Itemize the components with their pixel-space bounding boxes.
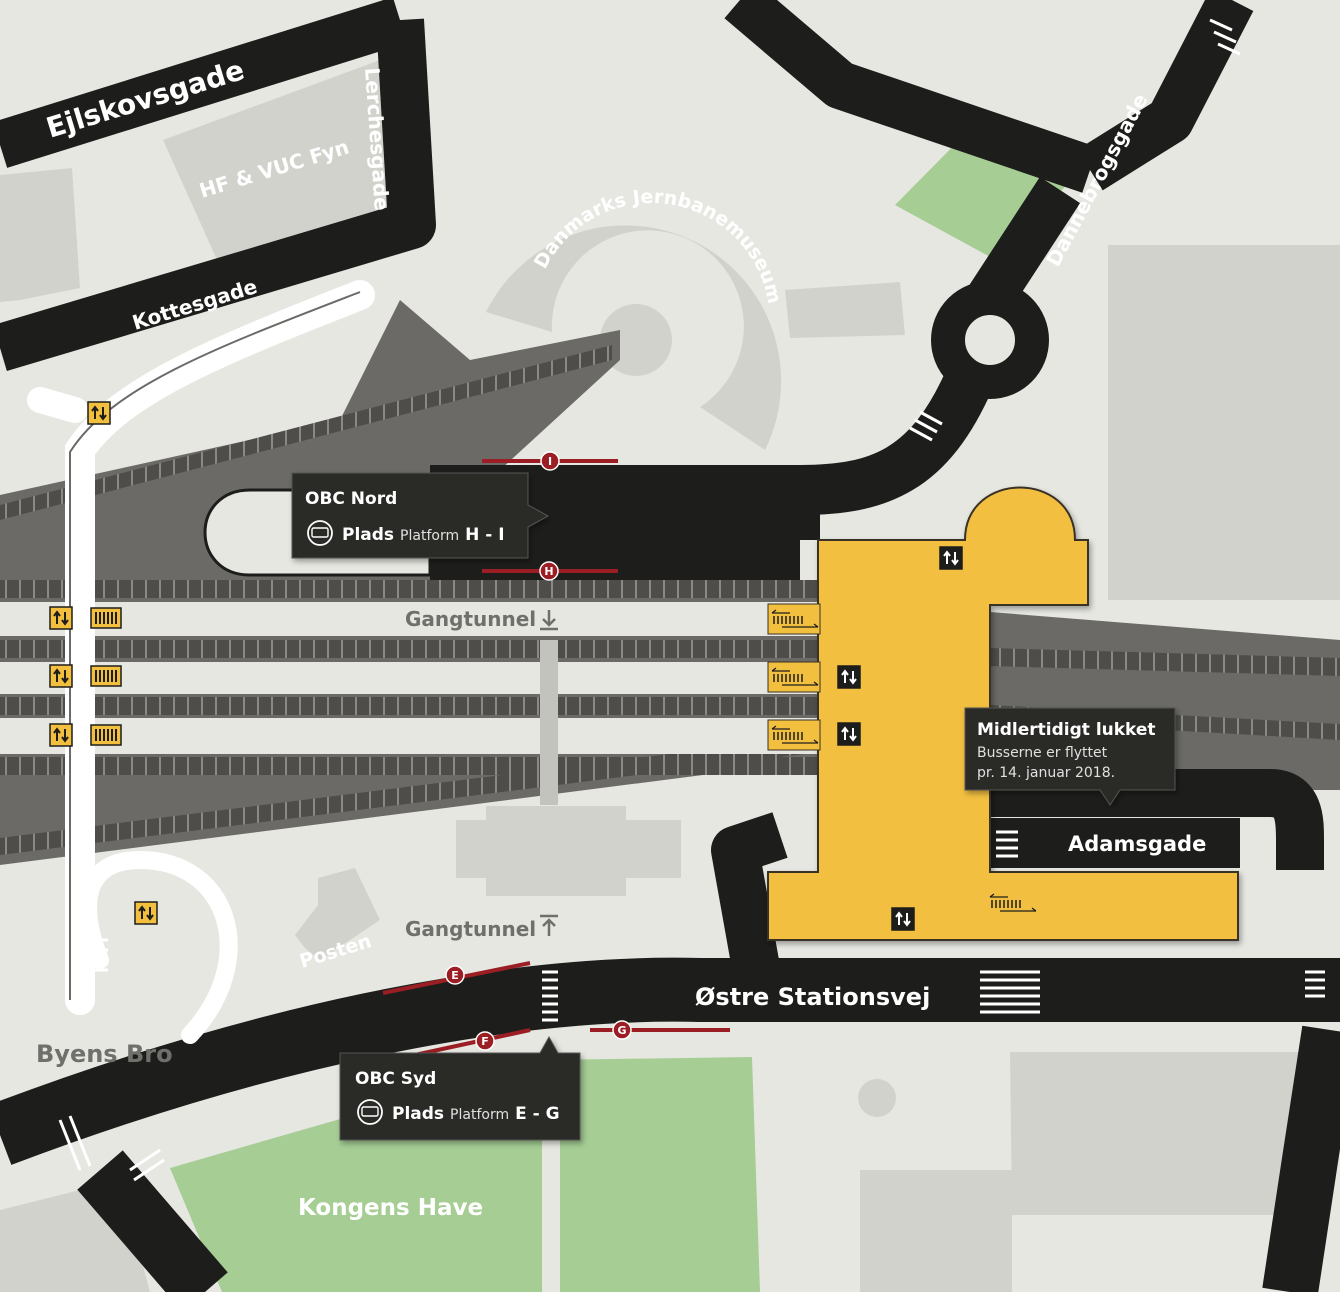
- buildings: [0, 60, 1340, 1292]
- escalator-icon: [989, 893, 1037, 912]
- bus-stop-letter: H: [544, 565, 553, 578]
- street-ostre-stationsvej: Østre Stationsvej: [695, 983, 930, 1011]
- bus-stop-marker: E: [382, 961, 531, 995]
- arrow-down-icon: [540, 610, 558, 631]
- bus-stop-letter: F: [481, 1035, 489, 1048]
- obc-nord-platforms: H - I: [465, 525, 504, 545]
- station-building: [767, 486, 1239, 941]
- adamsgade-road: [990, 818, 1240, 868]
- icon-layer: [49, 401, 1037, 931]
- bus-stop-letter: I: [548, 455, 552, 468]
- stairs-icon: [90, 607, 122, 629]
- obc-syd-platforms: E - G: [515, 1104, 559, 1124]
- obc-syd-platform-word: Platform: [450, 1107, 509, 1123]
- place-gangtunnel-north: Gangtunnel: [405, 607, 536, 631]
- elevator-icon: [939, 546, 963, 570]
- escalator-icon: [771, 667, 819, 686]
- closed-title: Midlertidigt lukket: [977, 720, 1156, 740]
- place-kongens-have: Kongens Have: [298, 1195, 483, 1221]
- street-adamsgade: Adamsgade: [1068, 832, 1206, 856]
- obc-syd-title: OBC Syd: [355, 1069, 436, 1089]
- callout-closed: Midlertidigt lukket Busserne er flyttet …: [964, 707, 1176, 806]
- bus-stop-marker: I: [482, 451, 618, 471]
- bus-stop-marker: H: [482, 561, 618, 581]
- arrow-up-icon: [540, 914, 558, 936]
- bus-icon: [307, 520, 333, 546]
- obc-nord-platform-word: Platform: [400, 528, 459, 544]
- bus-stop-marker: G: [590, 1020, 730, 1040]
- place-byens-bro: Byens Bro: [36, 1040, 173, 1068]
- platform-entrances: [767, 603, 821, 751]
- bus-stop-letter: E: [451, 969, 459, 982]
- obc-syd-plads: Plads: [392, 1104, 444, 1124]
- elevator-icon: [49, 606, 73, 630]
- elevator-icon: [49, 723, 73, 747]
- obc-nord-title: OBC Nord: [305, 489, 397, 509]
- place-gangtunnel-south: Gangtunnel: [405, 917, 536, 941]
- bus-stop-layer: I H E F G: [382, 451, 730, 1058]
- elevator-icon: [134, 901, 158, 925]
- crosswalks: [39, 18, 1325, 1182]
- rail-area: [0, 300, 1340, 865]
- callout-obc-nord: OBC Nord Plads Platform H - I: [291, 472, 550, 559]
- obc-nord-plads: Plads: [342, 525, 394, 545]
- gangtunnel-path: [540, 640, 558, 805]
- elevator-icon: [87, 401, 111, 425]
- closed-line-2: pr. 14. januar 2018.: [977, 765, 1115, 781]
- escalator-icon: [771, 609, 819, 628]
- stairs-icon: [90, 665, 122, 687]
- byens-bro-outline: [69, 291, 361, 1000]
- escalator-icon: [771, 725, 819, 744]
- stairs-icon: [90, 724, 122, 746]
- closed-line-1: Busserne er flyttet: [977, 745, 1108, 761]
- elevator-icon: [891, 907, 915, 931]
- bus-stop-marker: F: [409, 1028, 531, 1058]
- bus-icon: [357, 1099, 383, 1125]
- bus-stop-letter: G: [617, 1024, 626, 1037]
- elevator-icon: [837, 722, 861, 746]
- callout-obc-syd: OBC Syd Plads Platform E - G: [339, 1035, 581, 1141]
- elevator-icon: [49, 664, 73, 688]
- elevator-icon: [837, 665, 861, 689]
